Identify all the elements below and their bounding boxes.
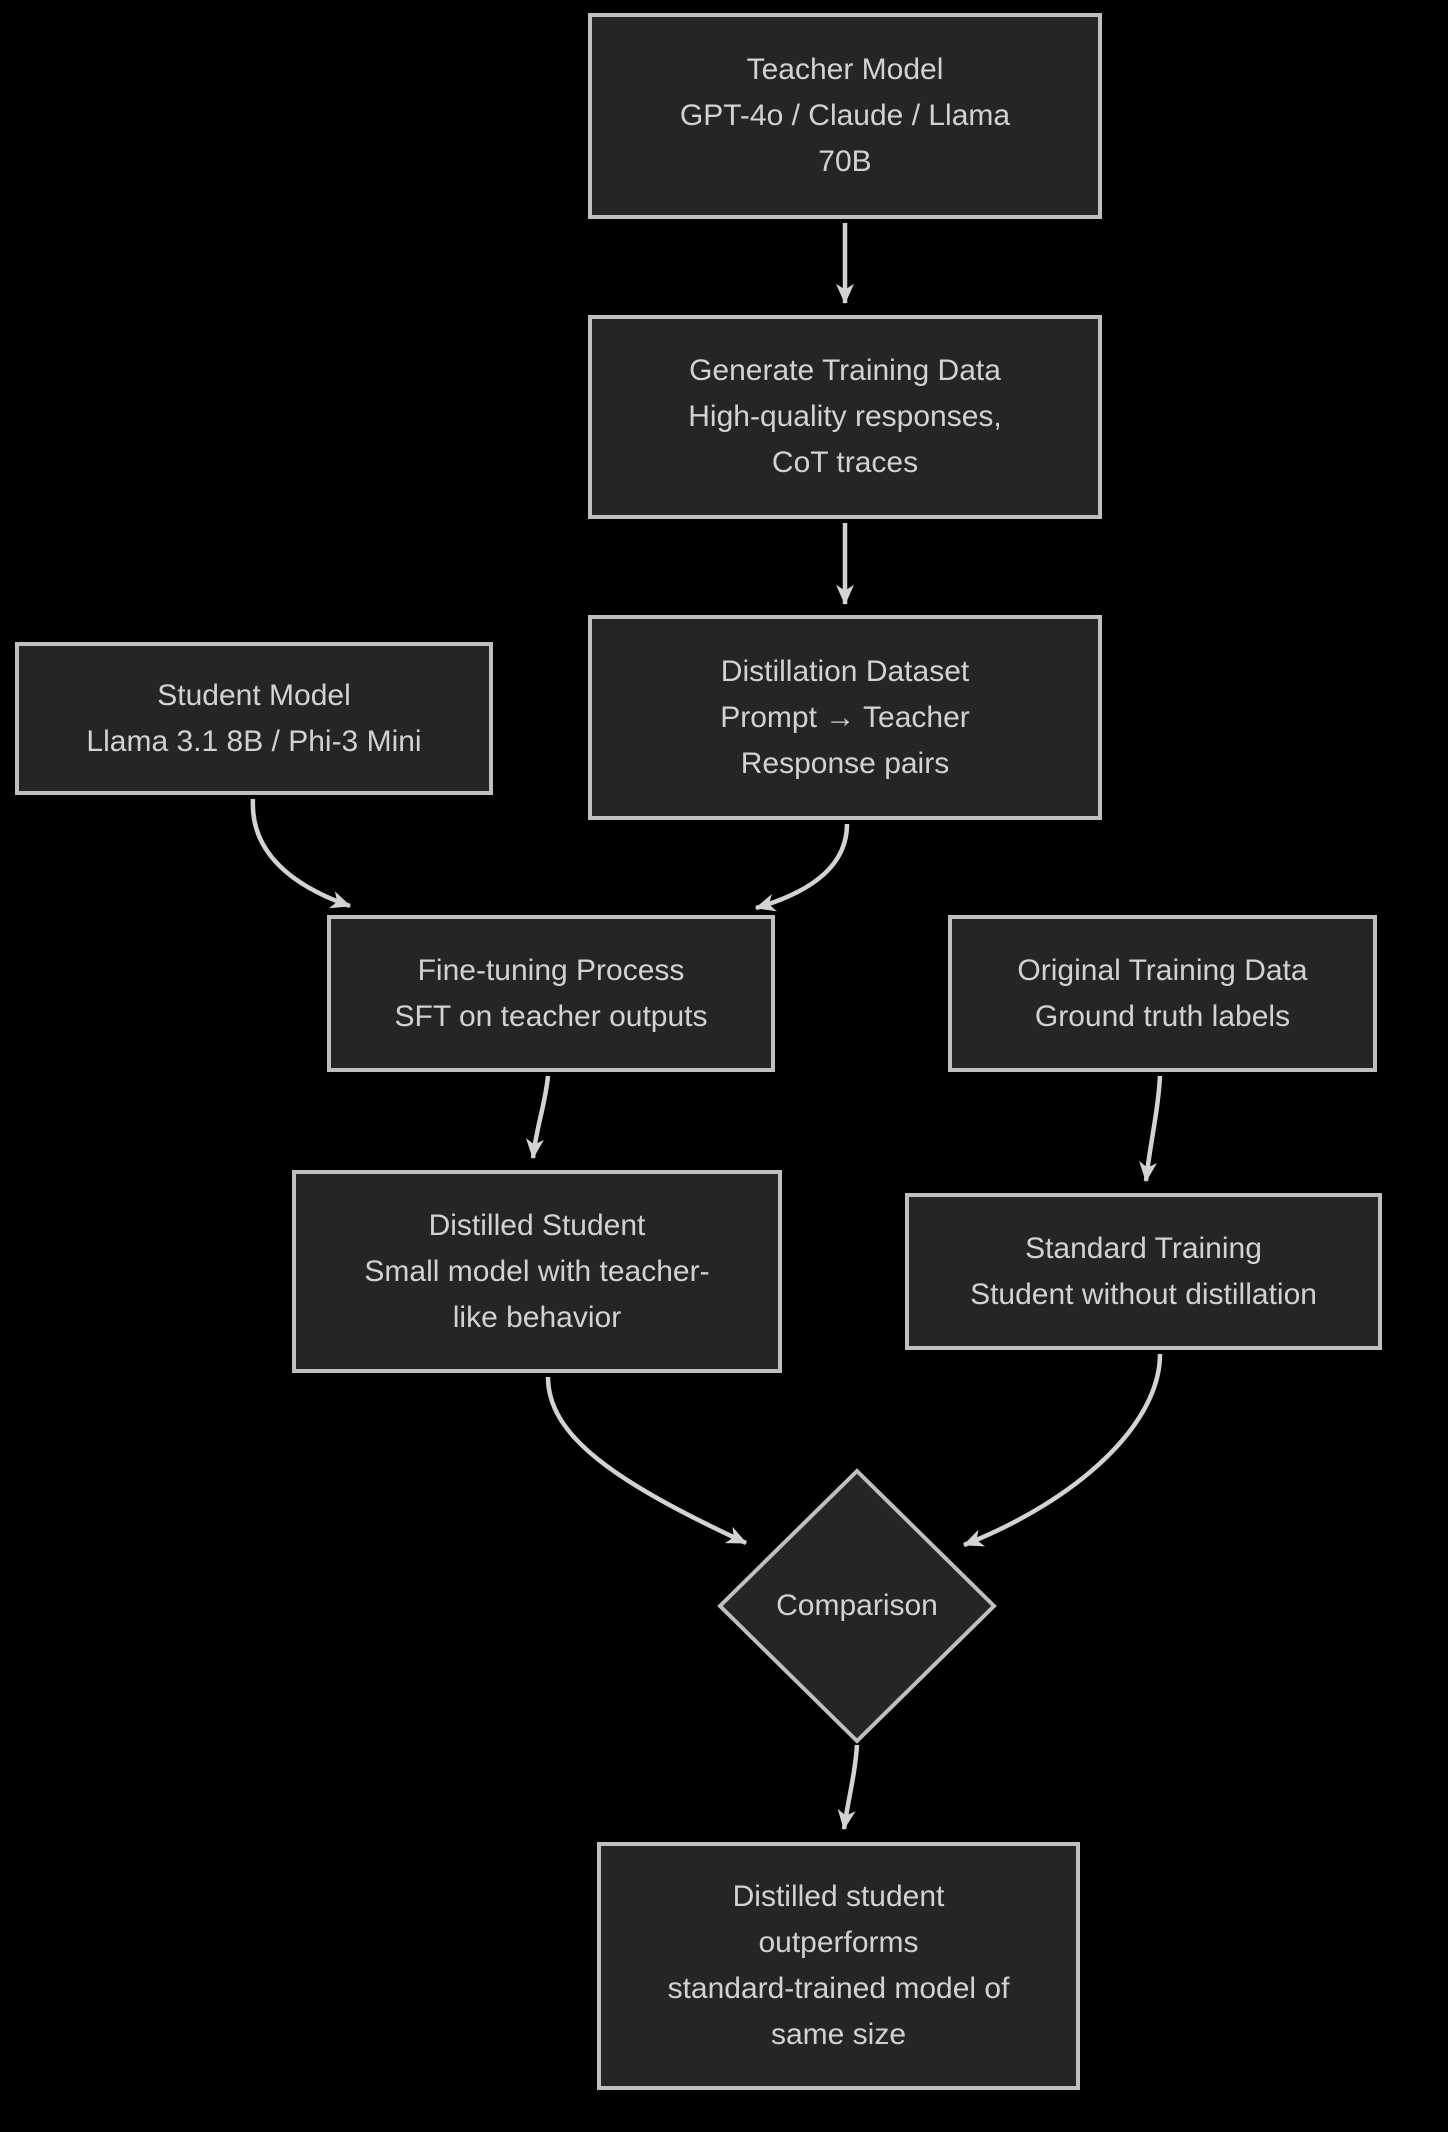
node-distillation-dataset: Distillation Dataset Prompt → Teacher Re…: [588, 615, 1102, 820]
node-standard-training-label: Standard Training Student without distil…: [970, 1231, 1317, 1311]
node-distilled-student-label: Distilled Student Small model with teach…: [364, 1208, 710, 1334]
node-original-training-data: Original Training Data Ground truth labe…: [948, 915, 1377, 1072]
node-teacher-model-label: Teacher Model GPT-4o / Claude / Llama 70…: [679, 53, 1011, 178]
edge-finetune-to-distilled: [525, 1075, 551, 1160]
edge-standard-to-comparison: [962, 1353, 1163, 1548]
node-student-model-label: Student Model Llama 3.1 8B / Phi-3 Mini: [86, 678, 422, 758]
node-generate-training-data-label: Generate Training Data High-quality resp…: [688, 354, 1002, 479]
node-standard-training: Standard Training Student without distil…: [905, 1193, 1382, 1350]
edge-comparison-to-outcome: [837, 1744, 860, 1831]
node-finetuning-process-label: Fine-tuning Process SFT on teacher outpu…: [394, 953, 708, 1033]
node-student-model: Student Model Llama 3.1 8B / Phi-3 Mini: [15, 642, 493, 795]
edge-student-to-finetune: [250, 798, 352, 909]
node-distilled-student: Distilled Student Small model with teach…: [292, 1170, 782, 1373]
node-outcome-label: Distilled student outperforms standard-t…: [667, 1880, 1010, 2051]
edge-dataset-to-finetune: [754, 823, 850, 912]
node-original-training-data-label: Original Training Data Ground truth labe…: [1017, 953, 1308, 1033]
edge-distilled-to-comparison: [545, 1376, 748, 1546]
node-outcome: Distilled student outperforms standard-t…: [597, 1842, 1080, 2090]
comparison-diamond-shape: [717, 1468, 997, 1744]
node-comparison: Comparison: [722, 1576, 992, 1636]
edge-original-to-standard: [1139, 1075, 1163, 1183]
node-teacher-model: Teacher Model GPT-4o / Claude / Llama 70…: [588, 13, 1102, 219]
node-distillation-dataset-label: Distillation Dataset Prompt → Teacher Re…: [720, 654, 970, 780]
node-generate-training-data: Generate Training Data High-quality resp…: [588, 315, 1102, 519]
node-comparison-label: Comparison: [776, 1589, 938, 1622]
node-finetuning-process: Fine-tuning Process SFT on teacher outpu…: [327, 915, 775, 1072]
